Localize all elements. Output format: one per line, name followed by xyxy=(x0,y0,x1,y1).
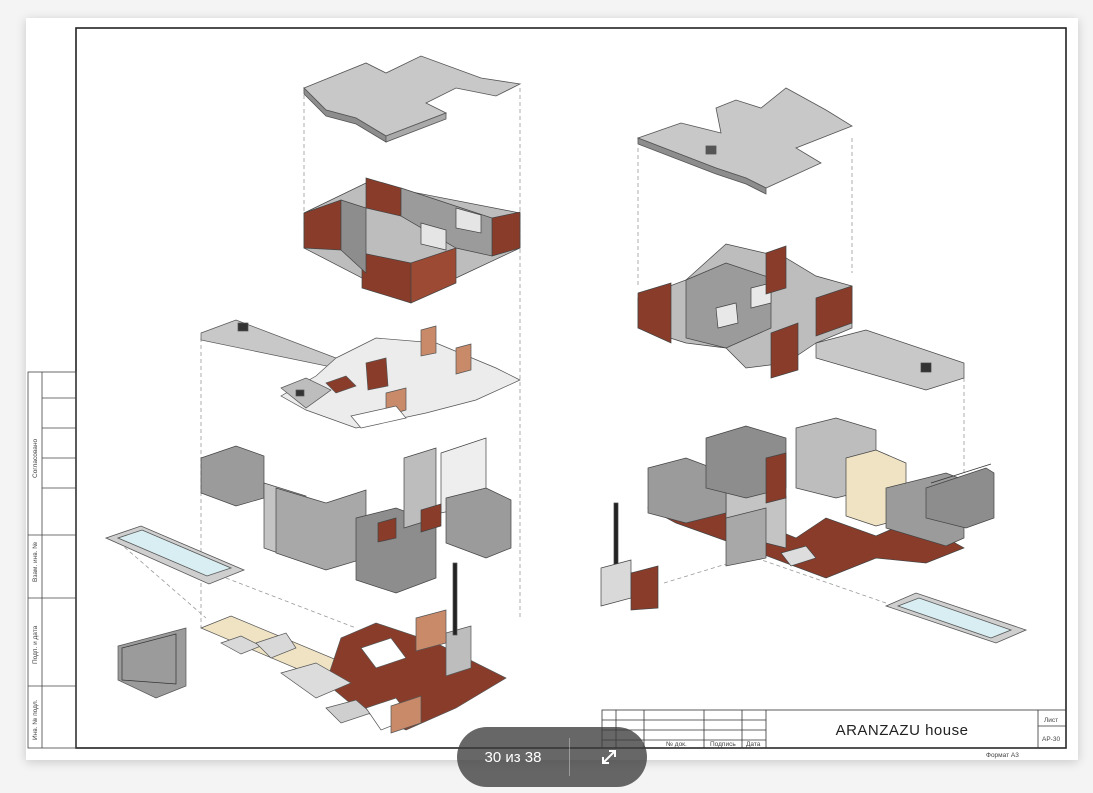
side-label-sign-date: Подп. и дата xyxy=(32,625,39,664)
title-signature-label: Подпись xyxy=(710,741,736,748)
right-ground-storey xyxy=(647,417,995,579)
sheet-frame xyxy=(75,27,1067,749)
format-label: Формат А3 xyxy=(986,752,1019,759)
side-label-replaced: Взам. инв. № xyxy=(32,542,39,582)
left-ground-walls xyxy=(200,437,512,594)
right-roof-slab xyxy=(636,87,853,195)
side-stamp xyxy=(27,371,77,749)
side-label-inventory: Инв. № подл. xyxy=(32,699,39,740)
right-fireplace xyxy=(600,502,659,611)
page-counter: 30 из 38 xyxy=(484,748,542,766)
side-label-agreed: Согласовано xyxy=(32,439,39,478)
left-pool xyxy=(104,525,246,585)
title-doc-label: № док. xyxy=(666,741,687,748)
right-upper-floor xyxy=(637,243,965,391)
image-viewer-controls: 30 из 38 xyxy=(457,727,647,787)
right-pool xyxy=(884,592,1028,644)
expand-button[interactable] xyxy=(570,727,647,787)
axonometric-drawing: Согласовано Взам. инв. № Подп. и дата Ин… xyxy=(27,27,1067,759)
drawing-sheet: Согласовано Взам. инв. № Подп. и дата Ин… xyxy=(26,18,1078,760)
left-upper-floor xyxy=(303,177,521,304)
sheet-label: Лист xyxy=(1044,717,1058,724)
left-ground-floor xyxy=(117,562,507,734)
sheet-number: АР-30 xyxy=(1042,736,1060,743)
left-middle-floor xyxy=(200,319,521,429)
title-date-label: Дата xyxy=(746,741,761,748)
project-title: ARANZAZU house xyxy=(836,722,969,739)
controls-divider xyxy=(569,738,570,776)
left-roof-slab xyxy=(303,55,522,143)
expand-icon xyxy=(601,750,616,764)
